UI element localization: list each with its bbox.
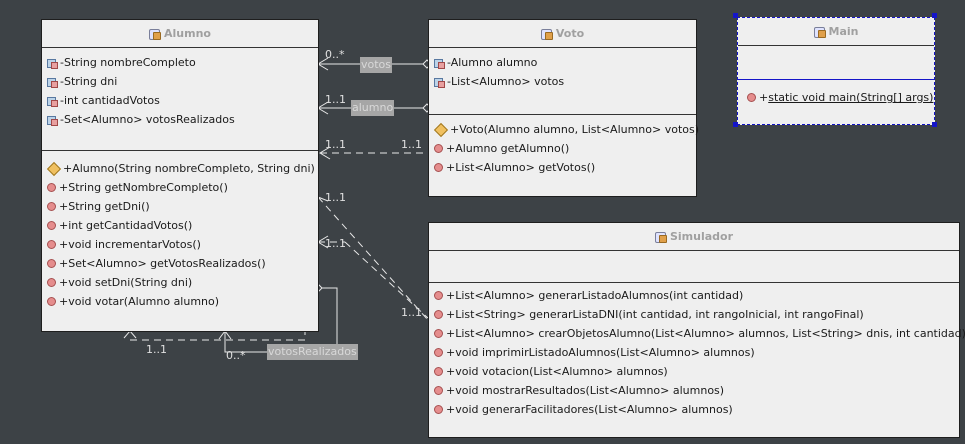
multiplicity-label: 1..1 xyxy=(325,93,346,106)
constructor-icon xyxy=(433,122,449,137)
selection-handle[interactable] xyxy=(932,122,937,127)
operations-section: +static void main(String[] args) xyxy=(738,80,934,120)
method-icon xyxy=(434,291,443,300)
role-label: votosRealizados xyxy=(267,344,358,360)
class-simulador[interactable]: Simulador +List<Alumno> generarListadoAl… xyxy=(428,222,965,438)
operation[interactable]: +void incrementarVotos() xyxy=(47,235,201,254)
operations-section: +List<Alumno> generarListadoAlumnos(int … xyxy=(429,283,965,433)
class-icon xyxy=(813,26,826,38)
class-header: Simulador xyxy=(429,223,959,251)
operation[interactable]: +List<Alumno> generarListadoAlumnos(int … xyxy=(434,286,743,305)
attribute[interactable]: -Set<Alumno> votosRealizados xyxy=(47,110,235,129)
method-icon xyxy=(434,405,443,414)
method-icon xyxy=(47,202,56,211)
attribute[interactable]: -String dni xyxy=(47,72,117,91)
class-title: Main xyxy=(828,25,859,38)
multiplicity-label: 1..1 xyxy=(325,138,346,151)
selection-handle[interactable] xyxy=(733,122,738,127)
operation[interactable]: +void votar(Alumno alumno) xyxy=(47,292,219,311)
role-label: votos xyxy=(360,57,393,73)
field-icon xyxy=(434,77,445,88)
class-header: Main xyxy=(738,18,934,46)
class-header: Voto xyxy=(429,20,696,48)
class-icon xyxy=(540,28,553,40)
operation[interactable]: +List<Alumno> getVotos() xyxy=(434,158,595,177)
multiplicity-label: 1..1 xyxy=(146,343,167,356)
operation[interactable]: +Alumno getAlumno() xyxy=(434,139,569,158)
field-icon xyxy=(47,58,58,69)
selection-handle[interactable] xyxy=(932,13,937,18)
method-icon xyxy=(434,367,443,376)
class-voto[interactable]: Voto -Alumno alumno -List<Alumno> votos … xyxy=(428,19,699,197)
field-icon xyxy=(47,77,58,88)
operation[interactable]: +String getDni() xyxy=(47,197,150,216)
constructor-icon xyxy=(46,161,62,176)
operation[interactable]: +List<String> generarListaDNI(int cantid… xyxy=(434,305,864,324)
method-icon xyxy=(47,259,56,268)
method-icon xyxy=(434,348,443,357)
selection-handle[interactable] xyxy=(733,13,738,18)
class-title: Simulador xyxy=(669,230,734,243)
operation[interactable]: +String getNombreCompleto() xyxy=(47,178,228,197)
field-icon xyxy=(47,115,58,126)
field-icon xyxy=(47,96,58,107)
operation[interactable]: +int getCantidadVotos() xyxy=(47,216,192,235)
method-icon xyxy=(47,278,56,287)
attribute[interactable]: -String nombreCompleto xyxy=(47,53,196,72)
multiplicity-label: 0..* xyxy=(226,349,246,362)
constructor[interactable]: +Voto(Alumno alumno, List<Alumno> votos) xyxy=(433,120,699,139)
class-title: Alumno xyxy=(164,27,211,40)
operation[interactable]: +static void main(String[] args) xyxy=(747,88,933,107)
field-icon xyxy=(434,58,445,69)
method-icon xyxy=(434,163,443,172)
constructor[interactable]: +Alumno(String nombreCompleto, String dn… xyxy=(46,159,315,178)
operation[interactable]: +void mostrarResultados(List<Alumno> alu… xyxy=(434,381,724,400)
multiplicity-label: 1..1 xyxy=(325,191,346,204)
attributes-section xyxy=(429,251,959,283)
operation[interactable]: +List<Alumno> crearObjetosAlumno(List<Al… xyxy=(434,324,965,343)
method-icon xyxy=(47,183,56,192)
class-alumno[interactable]: Alumno -String nombreCompleto -String dn… xyxy=(41,19,319,332)
operation[interactable]: +void setDni(String dni) xyxy=(47,273,192,292)
attributes-section: -String nombreCompleto -String dni -int … xyxy=(42,48,318,151)
method-icon xyxy=(747,93,756,102)
role-label: alumno xyxy=(351,100,395,116)
attributes-section: -Alumno alumno -List<Alumno> votos xyxy=(429,48,696,115)
class-main[interactable]: Main +static void main(String[] args) xyxy=(737,17,935,125)
class-header: Alumno xyxy=(42,20,318,48)
method-icon xyxy=(434,144,443,153)
multiplicity-label: 1..1 xyxy=(401,306,422,319)
method-icon xyxy=(47,297,56,306)
multiplicity-label: 1..1 xyxy=(401,138,422,151)
method-icon xyxy=(47,221,56,230)
method-icon xyxy=(434,386,443,395)
class-title: Voto xyxy=(555,27,585,40)
operations-section: +Alumno(String nombreCompleto, String dn… xyxy=(42,151,318,331)
operation[interactable]: +void generarFacilitadores(List<Alumno> … xyxy=(434,400,733,419)
method-icon xyxy=(434,329,443,338)
attribute[interactable]: -List<Alumno> votos xyxy=(434,72,564,91)
attribute[interactable]: -Alumno alumno xyxy=(434,53,537,72)
operation[interactable]: +Set<Alumno> getVotosRealizados() xyxy=(47,254,266,273)
operation[interactable]: +void imprimirListadoAlumnos(List<Alumno… xyxy=(434,343,755,362)
multiplicity-label: 1..1 xyxy=(325,237,346,250)
operation[interactable]: +void votacion(List<Alumno> alumnos) xyxy=(434,362,668,381)
method-icon xyxy=(434,310,443,319)
operations-section: +Voto(Alumno alumno, List<Alumno> votos)… xyxy=(429,115,699,195)
attribute[interactable]: -int cantidadVotos xyxy=(47,91,160,110)
attributes-section xyxy=(738,46,934,80)
multiplicity-label: 0..* xyxy=(325,48,345,61)
class-icon xyxy=(149,28,162,40)
method-icon xyxy=(47,240,56,249)
class-icon xyxy=(654,231,667,243)
